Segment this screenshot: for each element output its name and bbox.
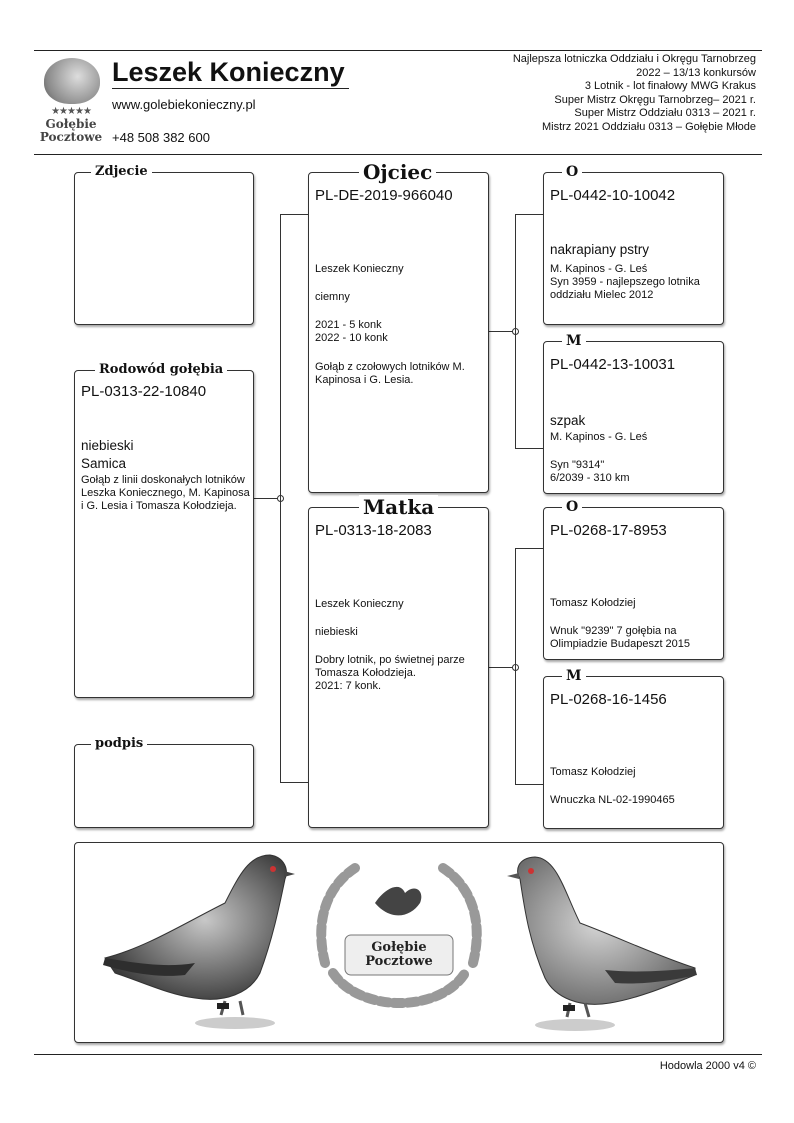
father-color: ciemny: [315, 291, 350, 303]
mother-father-label: O: [562, 498, 583, 516]
father-mother-label: M: [562, 332, 586, 350]
pigeon-color: niebieski: [81, 438, 134, 453]
mother-mother-box: M PL-0268-16-1456 Tomasz Kołodziej Wnucz…: [543, 667, 724, 829]
mother-father-ring: PL-0268-17-8953: [550, 522, 667, 539]
achievement-line: Super Mistrz Okręgu Tarnobrzeg– 2021 r.: [554, 93, 756, 106]
father-note: Gołąb z czołowych lotników M. Kapinosa i…: [315, 361, 465, 386]
pigeon-label: Rodowód gołębia: [95, 361, 228, 379]
achievement-line: 2022 – 13/13 konkursów: [636, 66, 756, 79]
footer-rule: [34, 1054, 762, 1055]
achievements-list: Najlepsza lotniczka Oddziału i Okręgu Ta…: [513, 53, 756, 135]
father-label: Ojciec: [359, 160, 437, 184]
father-results: 2021 - 5 konk 2022 - 10 konk: [315, 319, 388, 344]
photo-box: Zdjecie: [74, 163, 254, 325]
pigeon-picture-panel: Gołębie Pocztowe: [74, 842, 724, 1043]
mother-mother-label: M: [562, 667, 586, 685]
connector-line: [515, 548, 543, 549]
connector-line: [487, 331, 515, 332]
breeder-name: Leszek Konieczny: [112, 56, 349, 89]
left-pigeon-icon: [103, 854, 295, 1029]
mother-father-note: Wnuk "9239" 7 gołębia na Olimpiadzie Bud…: [550, 625, 691, 650]
pigeon-head-icon: [44, 58, 100, 104]
wreath-logo: [316, 863, 482, 1008]
pigeon-sex: Samica: [81, 456, 127, 471]
father-box: Ojciec PL-DE-2019-966040 Leszek Konieczn…: [308, 160, 489, 493]
signature-box: podpis: [74, 735, 254, 828]
father-mother-color: szpak: [550, 413, 586, 428]
achievement-line: Mistrz 2021 Oddziału 0313 – Gołębie Młod…: [541, 120, 756, 133]
logo-text: Gołębie Pocztowe: [39, 117, 103, 144]
mother-box: Matka PL-0313-18-2083 Leszek Konieczny n…: [308, 495, 489, 828]
signature-label: podpis: [91, 735, 148, 753]
photo-label: Zdjecie: [91, 163, 152, 181]
achievement-line: 3 Lotnik - lot finałowy MWG Krakus: [584, 80, 756, 93]
mother-breeder: Leszek Konieczny: [315, 598, 404, 610]
header-top-rule: [34, 50, 762, 51]
banner-logo-text: Gołębie Pocztowe: [365, 940, 433, 969]
mother-ring: PL-0313-18-2083: [315, 522, 432, 539]
father-father-box: O PL-0442-10-10042 nakrapiany pstry M. K…: [543, 163, 724, 325]
connector-line: [280, 214, 281, 782]
father-father-ring: PL-0442-10-10042: [550, 187, 676, 204]
mother-color: niebieski: [315, 626, 358, 638]
logo-stars: ★★★★★: [51, 106, 92, 117]
father-mother-ring: PL-0442-13-10031: [550, 356, 676, 373]
mother-label: Matka: [359, 495, 439, 519]
connector-line: [515, 214, 543, 215]
mother-mother-note: Wnuczka NL-02-1990465: [550, 794, 675, 806]
connector-line: [515, 548, 516, 784]
pigeon-ring: PL-0313-22-10840: [81, 383, 207, 400]
father-breeder: Leszek Konieczny: [315, 263, 404, 275]
mother-father-breeder: Tomasz Kołodziej: [550, 597, 636, 609]
mother-note: Dobry lotnik, po świetnej parze Tomasza …: [315, 654, 465, 692]
connector-line: [515, 784, 543, 785]
father-father-label: O: [562, 163, 583, 181]
mother-mother-ring: PL-0268-16-1456: [550, 691, 667, 708]
header-bottom-rule: [34, 154, 762, 155]
mother-mother-breeder: Tomasz Kołodziej: [550, 766, 636, 778]
right-pigeon-icon: [507, 856, 697, 1031]
achievement-line: Najlepsza lotniczka Oddziału i Okręgu Ta…: [512, 53, 756, 65]
pigeon-picture: [103, 854, 697, 1031]
connector-line: [280, 782, 308, 783]
father-mother-box: M PL-0442-13-10031 szpak M. Kapinos - G.…: [543, 332, 724, 494]
breeder-phone: +48 508 382 600: [112, 130, 210, 145]
connector-line: [280, 214, 308, 215]
achievement-line: Super Mistrz Oddziału 0313 – 2021 r.: [574, 107, 756, 120]
dove-icon: [375, 886, 422, 916]
footer-text: Hodowla 2000 v4 ©: [659, 1060, 756, 1072]
pigeon-box: Rodowód gołębia PL-0313-22-10840 niebies…: [74, 361, 254, 698]
header-logo: ★★★★★ Gołębie Pocztowe: [36, 56, 106, 148]
father-father-note: Syn 3959 - najlepszego lotnika oddziału …: [550, 276, 700, 301]
father-father-breeder: M. Kapinos - G. Leś: [550, 263, 648, 275]
connector-line: [515, 448, 543, 449]
mother-father-box: O PL-0268-17-8953 Tomasz Kołodziej Wnuk …: [543, 498, 724, 660]
connector-line: [252, 498, 280, 499]
connector-line: [515, 214, 516, 448]
pigeon-note: Gołąb z linii doskonałych lotników Leszk…: [81, 474, 250, 512]
connector-line: [487, 667, 515, 668]
father-mother-breeder: M. Kapinos - G. Leś: [550, 431, 648, 443]
father-father-color: nakrapiany pstry: [550, 242, 650, 257]
father-ring: PL-DE-2019-966040: [315, 187, 453, 204]
father-mother-note: Syn "9314" 6/2039 - 310 km: [550, 459, 630, 484]
breeder-website[interactable]: www.golebiekonieczny.pl: [112, 97, 256, 112]
